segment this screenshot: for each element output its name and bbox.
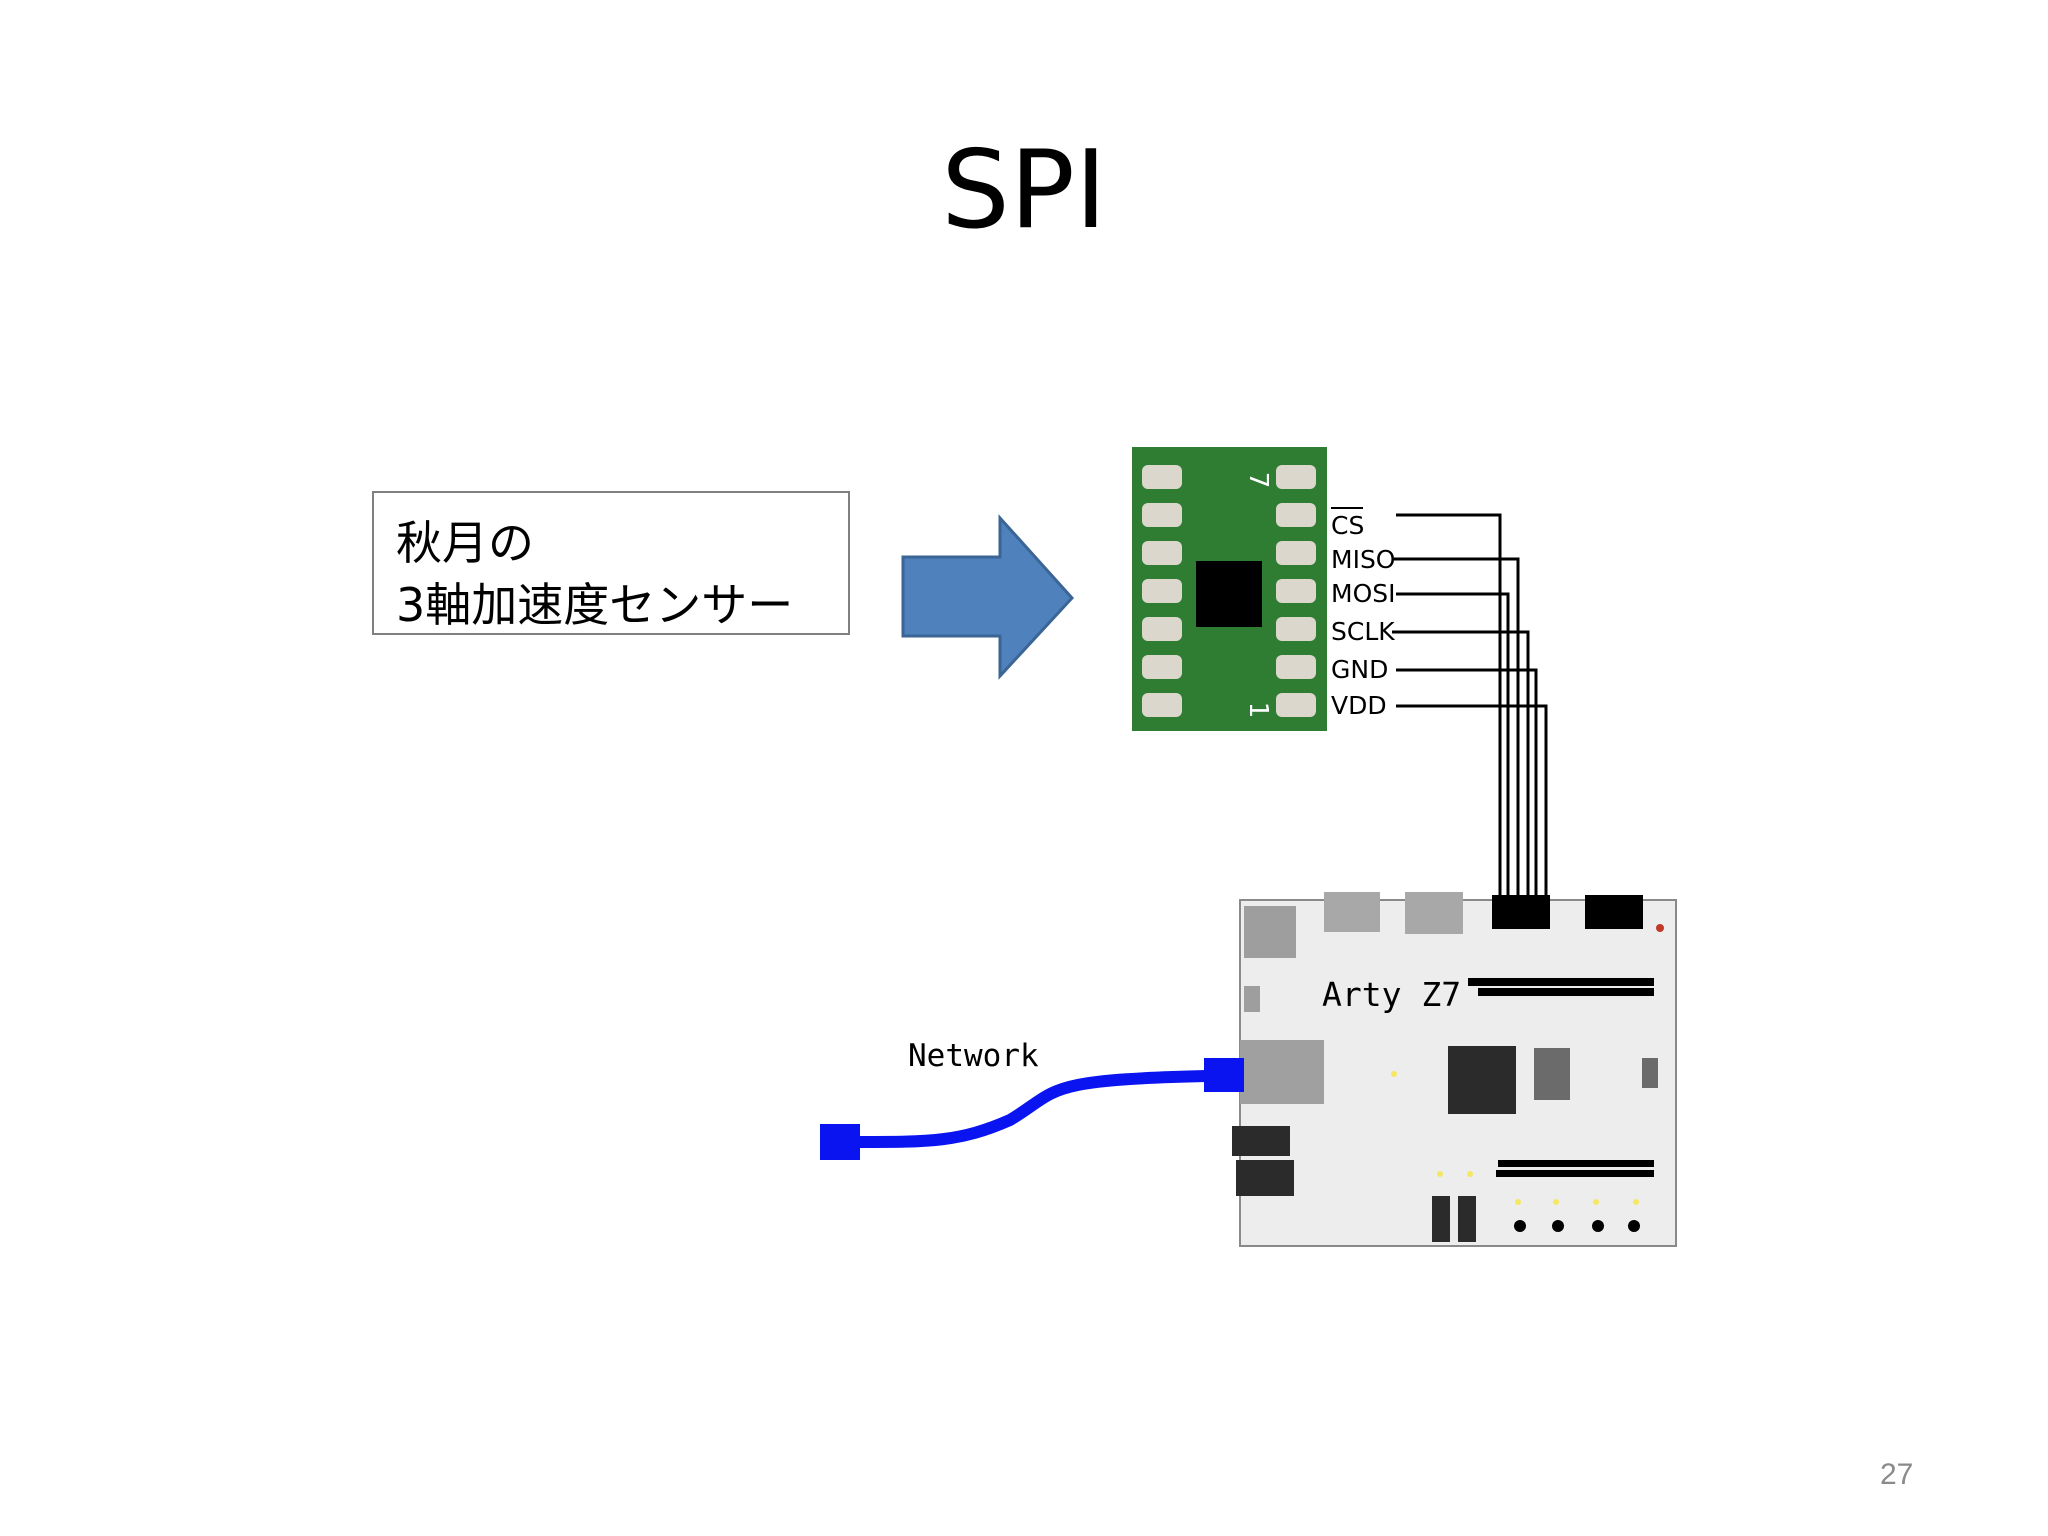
board-usb-port-2 xyxy=(1405,892,1463,934)
board-header-strip-bottom-1 xyxy=(1498,1160,1654,1167)
board-ethernet-jack xyxy=(1240,1040,1324,1104)
pin-label-mosi: MOSI xyxy=(1331,579,1396,608)
board-pmod-header-2 xyxy=(1585,895,1643,929)
network-label: Network xyxy=(908,1038,1039,1074)
board-header-strip-top-1 xyxy=(1468,978,1654,986)
board-power-part-2 xyxy=(1236,1160,1294,1196)
sensor-right-pads xyxy=(1276,465,1316,717)
board-right-small-part xyxy=(1642,1058,1658,1088)
board-button-1 xyxy=(1432,1196,1450,1242)
board-switch-dot-3 xyxy=(1592,1220,1604,1232)
pin-number-bottom: 1 xyxy=(1243,702,1273,719)
sensor-label-line-2: 3軸加速度センサー xyxy=(396,578,794,632)
board-header-strip-bottom-2 xyxy=(1496,1170,1654,1177)
board-top-left-port xyxy=(1244,906,1296,958)
board-yellow-led-4 xyxy=(1515,1199,1521,1205)
board-yellow-led-5 xyxy=(1553,1199,1559,1205)
board-yellow-led-6 xyxy=(1593,1199,1599,1205)
board-yellow-led-1 xyxy=(1391,1071,1397,1077)
board-switch-dot-1 xyxy=(1514,1220,1526,1232)
pin-label-sclk: SCLK xyxy=(1331,617,1395,646)
board-switch-dot-4 xyxy=(1628,1220,1640,1232)
wire-mosi xyxy=(1396,592,1510,900)
pin-number-top: 7 xyxy=(1243,472,1273,489)
board-header-strip-top-2 xyxy=(1478,988,1654,996)
pin-label-miso: MISO xyxy=(1331,545,1396,574)
board-power-part-1 xyxy=(1232,1126,1290,1156)
board-led xyxy=(1656,924,1664,932)
sensor-label-box: 秋月の 3軸加速度センサー xyxy=(372,491,850,635)
right-arrow xyxy=(901,514,1075,680)
board-yellow-led-7 xyxy=(1633,1199,1639,1205)
pin-label-vdd: VDD xyxy=(1331,691,1387,720)
board-switch-dot-2 xyxy=(1552,1220,1564,1232)
sensor-module: 7 1 xyxy=(1132,447,1327,731)
arty-z7-board: Arty Z7 xyxy=(1204,892,1677,1247)
wire-gnd xyxy=(1396,668,1538,900)
pin-label-cs: CS xyxy=(1331,511,1364,540)
board-yellow-led-3 xyxy=(1467,1171,1473,1177)
board-left-small-part xyxy=(1244,986,1260,1012)
board-memory-chip xyxy=(1534,1048,1570,1100)
board-button-2 xyxy=(1458,1196,1476,1242)
wire-vdd xyxy=(1396,704,1548,900)
spi-wires xyxy=(1392,513,1548,900)
wire-sclk xyxy=(1392,630,1530,900)
board-name: Arty Z7 xyxy=(1322,975,1461,1014)
board-yellow-led-2 xyxy=(1437,1171,1443,1177)
slide-title: SPI xyxy=(941,128,1107,253)
wire-cs xyxy=(1396,513,1502,900)
sensor-chip xyxy=(1196,561,1262,627)
wire-miso xyxy=(1394,557,1520,900)
pin-label-gnd: GND xyxy=(1331,655,1388,684)
board-fpga-chip xyxy=(1448,1046,1516,1114)
page-number: 27 xyxy=(1880,1458,1914,1491)
network-cable-plug xyxy=(820,1124,860,1160)
sensor-left-pads xyxy=(1142,465,1182,717)
board-pmod-header-1 xyxy=(1492,895,1550,929)
network-cable xyxy=(852,1070,1212,1148)
sensor-label-line-1: 秋月の xyxy=(396,516,534,570)
board-usb-port-1 xyxy=(1324,892,1380,932)
